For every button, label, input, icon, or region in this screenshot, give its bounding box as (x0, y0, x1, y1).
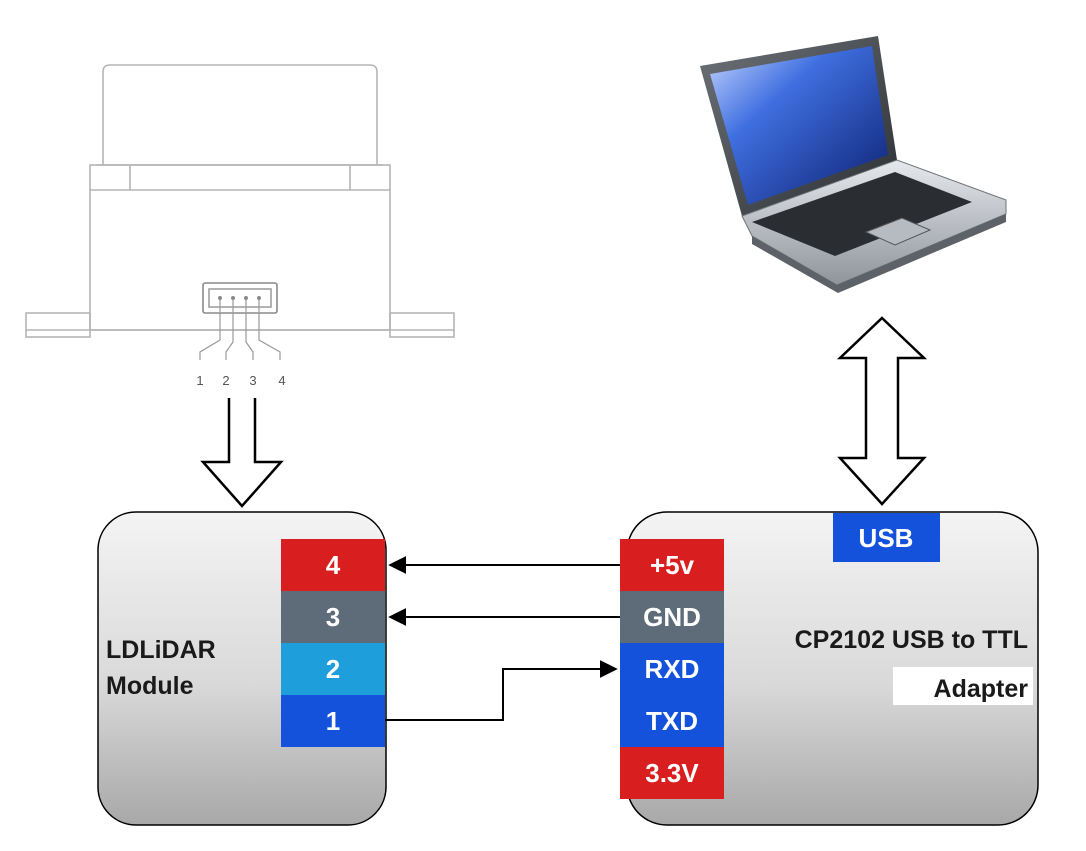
wire-pin1-to-rxd (385, 660, 618, 721)
down-arrow (200, 398, 284, 508)
lidar-pin-1 (281, 695, 385, 747)
adapter-pin-rxd (620, 643, 724, 695)
lidar-pin-3 (281, 591, 385, 643)
lidar-pin-4-label: 4 (326, 550, 341, 580)
lidar-sensor-drawing (25, 64, 455, 338)
connector-pin-label-3: 3 (249, 373, 256, 388)
adapter-pin-txd-label: TXD (646, 706, 698, 736)
connector-pin-label-4: 4 (278, 373, 285, 388)
laptop-screen (710, 46, 888, 205)
lidar-connector-inner (208, 288, 272, 308)
lidar-connector-pin-dots (218, 296, 261, 300)
adapter-pin-gnd-label: GND (643, 602, 701, 632)
lidar-top-dome (102, 64, 378, 165)
lidar-flange-left (25, 312, 91, 338)
connector-pin-dot (231, 296, 235, 300)
adapter-pin-gnd (620, 591, 724, 643)
double-arrow (836, 316, 928, 506)
lidar-module-label-line1: LDLiDAR (106, 636, 216, 664)
laptop-keyboard (752, 172, 972, 256)
usb-port (833, 513, 940, 562)
adapter-pins: +5v GND RXD TXD 3.3V (620, 539, 724, 799)
adapter-pin-5v-label: +5v (650, 550, 695, 580)
connector-pin-dot (244, 296, 248, 300)
connector-pin-label-1: 1 (196, 373, 203, 388)
connector-pin-dot (218, 296, 222, 300)
laptop-image (700, 36, 1007, 293)
lidar-pins: 4 3 2 1 (281, 539, 385, 747)
laptop-touchpad (864, 217, 932, 246)
connector-pin-dot (257, 296, 261, 300)
lidar-pin-3-label: 3 (326, 602, 340, 632)
lidar-connector (202, 282, 278, 314)
lidar-connector-pin-labels: 1 2 3 4 (196, 373, 285, 388)
adapter-pin-txd (620, 695, 724, 747)
adapter-pin-3v3 (620, 747, 724, 799)
wires (385, 556, 620, 721)
lidar-pin-2-label: 2 (326, 654, 340, 684)
adapter-pin-rxd-label: RXD (645, 654, 700, 684)
lidar-connector-leads (199, 300, 281, 360)
adapter-label-line2-bg (893, 667, 1033, 705)
lidar-pin-4 (281, 539, 385, 591)
lidar-pin-1-label: 1 (326, 706, 340, 736)
lidar-module-label-line2: Module (106, 672, 194, 700)
laptop-base-edge (752, 214, 1006, 293)
adapter-label-line1: CP2102 USB to TTL (795, 626, 1028, 654)
connector-pin-label-2: 2 (222, 373, 229, 388)
adapter-pin-3v3-label: 3.3V (645, 758, 699, 788)
lidar-pin-2 (281, 643, 385, 695)
adapter-label-line2: Adapter (934, 675, 1029, 703)
usb-port-label: USB (859, 523, 914, 553)
adapter-pin-5v (620, 539, 724, 591)
lidar-flange-right (389, 312, 455, 338)
